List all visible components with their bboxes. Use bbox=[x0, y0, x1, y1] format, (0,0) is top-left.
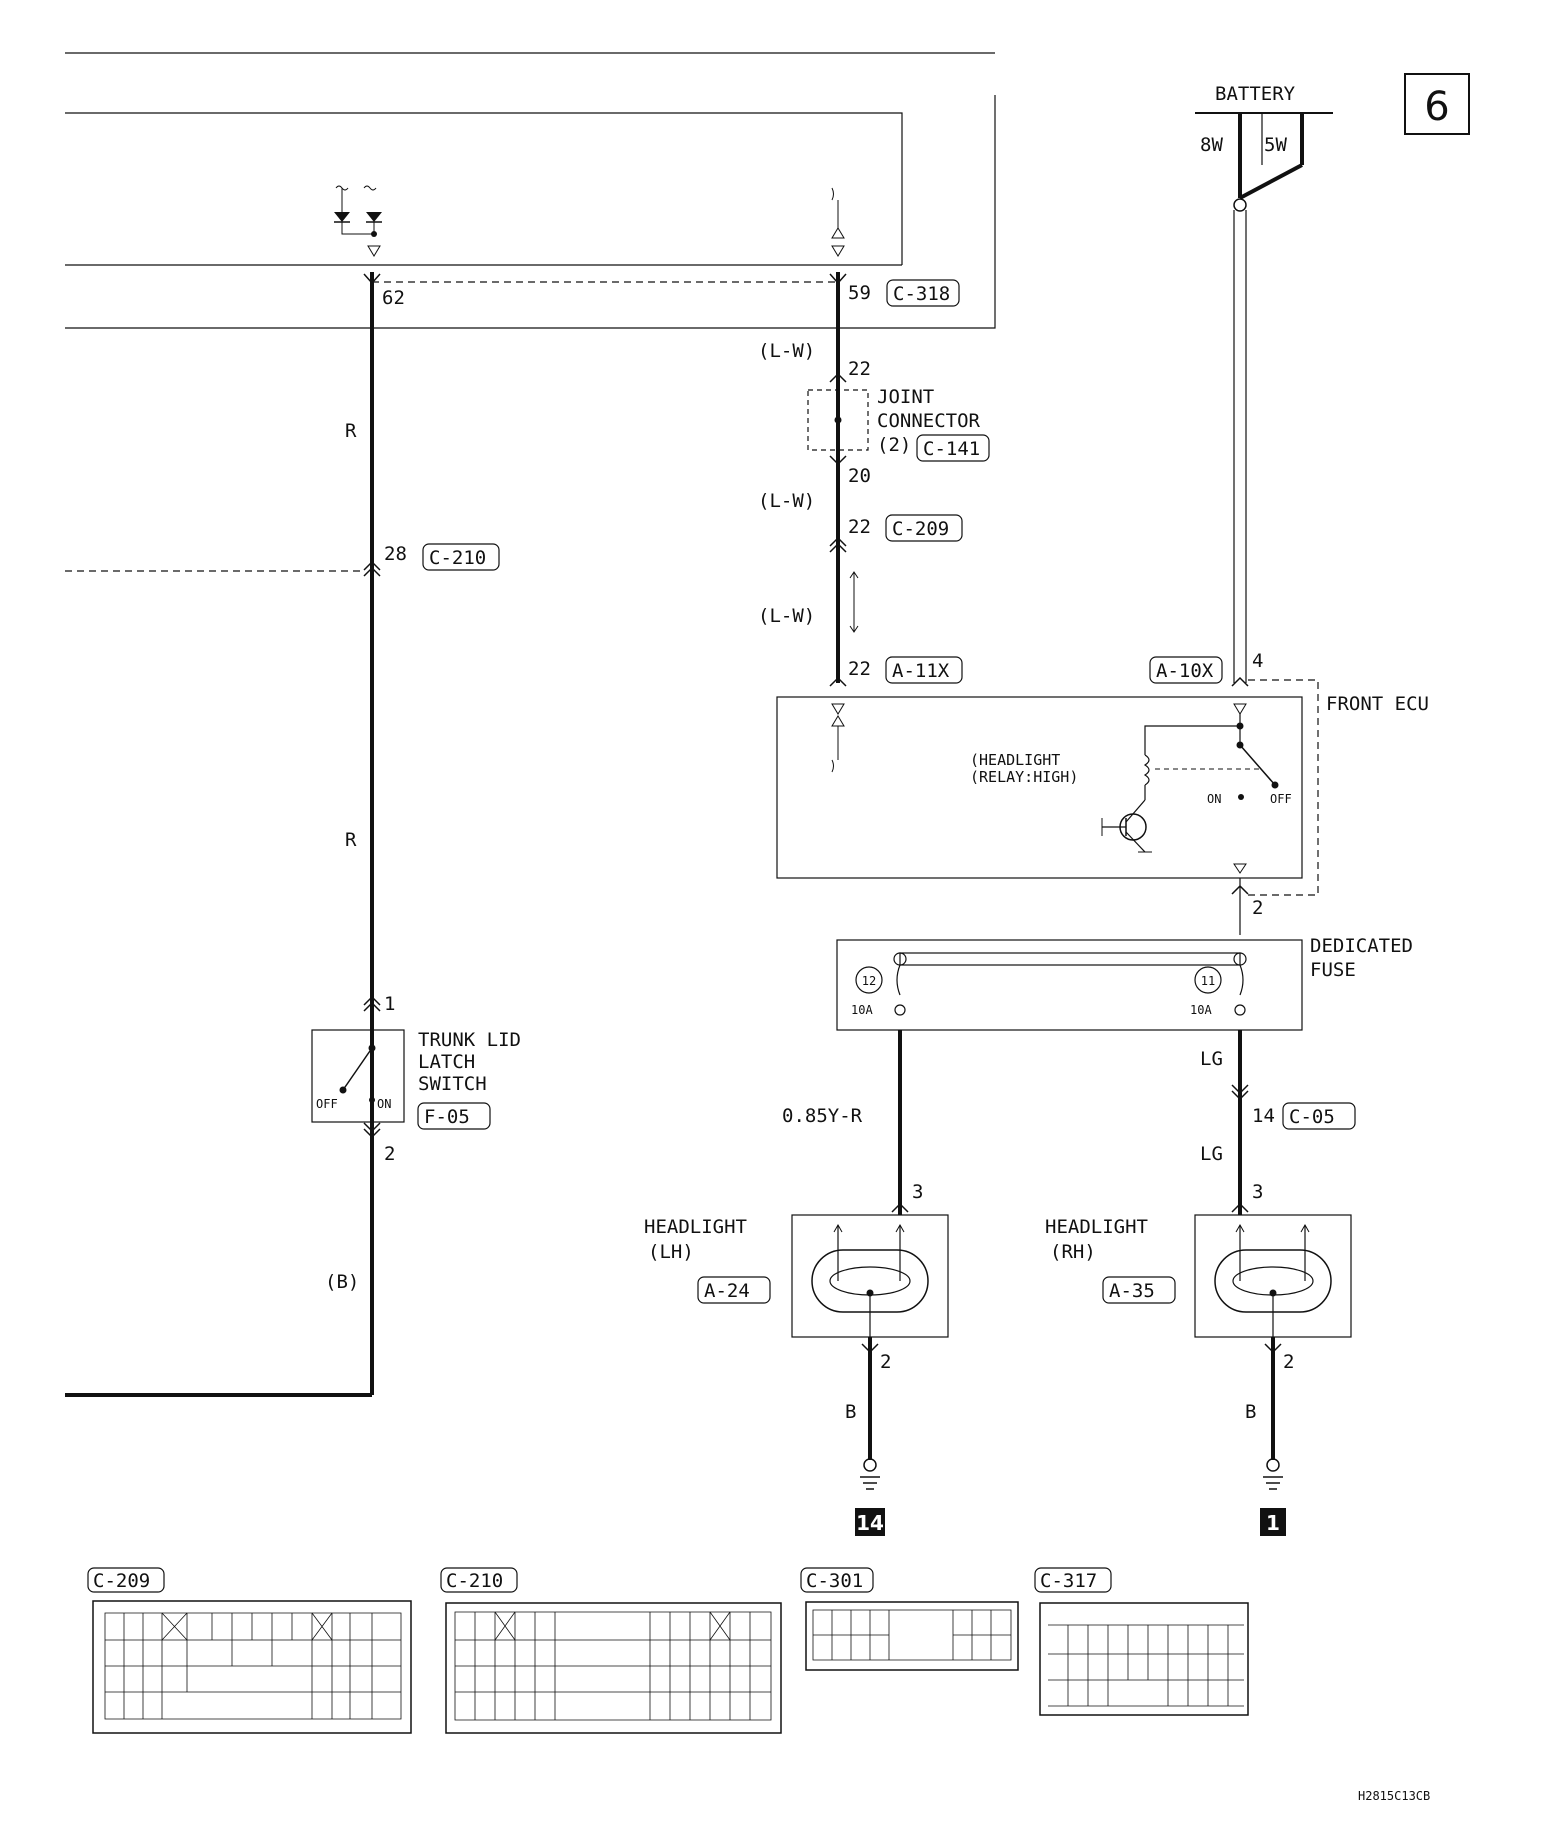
connector-code-c210: C-210 bbox=[429, 547, 486, 569]
headlight-rh-label: (RH) bbox=[1050, 1241, 1096, 1263]
meter-box-outline bbox=[65, 112, 903, 265]
connector-view-c317: C-317 bbox=[1034, 1567, 1249, 1716]
ground-point-badge bbox=[855, 1508, 885, 1536]
dedicated-fuse-box bbox=[836, 939, 1303, 1031]
connector-code-a35: A-35 bbox=[1109, 1280, 1155, 1302]
connector-view-c209: C-209 bbox=[87, 1567, 412, 1734]
connector-view-code: C-210 bbox=[446, 1570, 503, 1592]
fusible-link-5w: 5W bbox=[1264, 134, 1287, 156]
wire-color-b: B bbox=[845, 1401, 856, 1423]
page-number-box bbox=[1404, 73, 1470, 135]
connector-view-c301: C-301 bbox=[800, 1567, 1019, 1671]
front-ecu-label: FRONT ECU bbox=[1326, 693, 1429, 715]
pin-22: 22 bbox=[848, 516, 871, 538]
joint-connector-label: (2) bbox=[877, 434, 911, 456]
pin-4: 4 bbox=[1252, 650, 1263, 672]
pin-59: 59 bbox=[848, 282, 871, 304]
dedicated-fuse-label: DEDICATED bbox=[1310, 935, 1413, 957]
trunk-switch-label: SWITCH bbox=[418, 1073, 487, 1095]
wire-color-yr: 0.85Y-R bbox=[782, 1105, 863, 1127]
connector-code-c318: C-318 bbox=[893, 283, 950, 305]
wire-color-lw: (L-W) bbox=[758, 340, 815, 362]
pin-22: 22 bbox=[848, 358, 871, 380]
ground-point-1: 1 bbox=[1266, 1511, 1280, 1535]
headlight-rh-label: HEADLIGHT bbox=[1045, 1216, 1148, 1238]
headlight-lh-label: (LH) bbox=[648, 1241, 694, 1263]
pin-2: 2 bbox=[1283, 1351, 1294, 1373]
joint-connector-label: CONNECTOR bbox=[877, 410, 981, 432]
headlight-lh-label: HEADLIGHT bbox=[644, 1216, 747, 1238]
trunk-switch-label: LATCH bbox=[418, 1051, 475, 1073]
pin-22: 22 bbox=[848, 658, 871, 680]
pin-2: 2 bbox=[384, 1143, 395, 1165]
front-ecu-box bbox=[776, 696, 1303, 879]
fusible-link-8w: 8W bbox=[1200, 134, 1223, 156]
joint-connector-label: JOINT bbox=[877, 386, 934, 408]
trunk-switch-label: TRUNK LID bbox=[418, 1029, 521, 1051]
pin-14: 14 bbox=[1252, 1105, 1275, 1127]
fuse-rating: 10A bbox=[851, 1003, 873, 1017]
connector-code-c141: C-141 bbox=[923, 438, 980, 460]
ground-point-badge bbox=[1260, 1508, 1286, 1536]
connector-code-c209: C-209 bbox=[892, 518, 949, 540]
fuse-number-11: 11 bbox=[1201, 974, 1215, 988]
pin-62: 62 bbox=[382, 287, 405, 309]
wire-color-b: (B) bbox=[325, 1271, 359, 1293]
connector-view-code: C-317 bbox=[1040, 1570, 1097, 1592]
fuse-12-icon bbox=[896, 964, 901, 996]
wire-color-r: R bbox=[345, 829, 357, 851]
pin-20: 20 bbox=[848, 465, 871, 487]
wire-color-r: R bbox=[345, 420, 357, 442]
connector-code-a11x: A-11X bbox=[892, 660, 950, 682]
relay-coil-icon bbox=[1143, 754, 1150, 786]
pin-1: 1 bbox=[384, 993, 395, 1015]
connector-code-c05: C-05 bbox=[1289, 1106, 1335, 1128]
page-number: 6 bbox=[1424, 84, 1449, 130]
joint-connector-box bbox=[807, 389, 869, 451]
switch-on-label: ON bbox=[377, 1097, 391, 1111]
relay-label: (RELAY:HIGH) bbox=[970, 768, 1078, 786]
pin-2: 2 bbox=[1252, 897, 1263, 919]
relay-label: (HEADLIGHT bbox=[970, 751, 1060, 769]
indicator-led-icon bbox=[334, 185, 382, 257]
fuse-rating: 10A bbox=[1190, 1003, 1212, 1017]
pin-2: 2 bbox=[880, 1351, 891, 1373]
switch-off-label: OFF bbox=[316, 1097, 338, 1111]
connector-code-a24: A-24 bbox=[704, 1280, 750, 1302]
battery-label: BATTERY bbox=[1215, 83, 1296, 105]
ecu-signal-icon bbox=[831, 187, 845, 257]
figure-code: H2815C13CB bbox=[1358, 1789, 1430, 1803]
wire-color-lg: LG bbox=[1200, 1048, 1223, 1070]
connector-view-c210: C-210 bbox=[440, 1567, 782, 1734]
connector-code-f05: F-05 bbox=[424, 1106, 470, 1128]
ground-point-14: 14 bbox=[856, 1511, 884, 1535]
trunk-lid-latch-switch bbox=[311, 1029, 405, 1123]
connector-code-a10x: A-10X bbox=[1156, 660, 1214, 682]
connector-view-code: C-209 bbox=[93, 1570, 150, 1592]
switch-on-label: ON bbox=[1207, 792, 1221, 806]
fuse-number-12: 12 bbox=[862, 974, 876, 988]
pin-3: 3 bbox=[912, 1181, 923, 1203]
connector-view-code: C-301 bbox=[806, 1570, 863, 1592]
dedicated-fuse-label: FUSE bbox=[1310, 959, 1356, 981]
etacs-box-outline bbox=[65, 95, 996, 329]
pin-3: 3 bbox=[1252, 1181, 1263, 1203]
switch-off-label: OFF bbox=[1270, 792, 1292, 806]
wire-color-lg: LG bbox=[1200, 1143, 1223, 1165]
wire-color-b: B bbox=[1245, 1401, 1256, 1423]
connector-c210-mark bbox=[363, 560, 381, 577]
wire-color-lw: (L-W) bbox=[758, 605, 815, 627]
wire-color-lw: (L-W) bbox=[758, 490, 815, 512]
fuse-11-icon bbox=[1239, 964, 1244, 996]
pin-28: 28 bbox=[384, 543, 407, 565]
